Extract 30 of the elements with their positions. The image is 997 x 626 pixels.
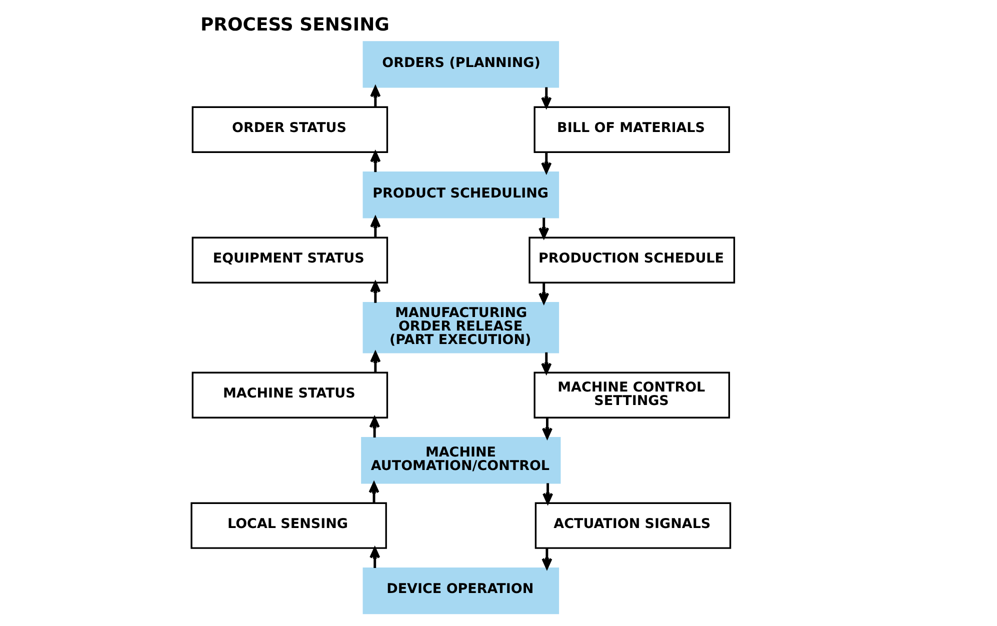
node-box: MACHINE CONTROL SETTINGS xyxy=(534,372,730,418)
arrow xyxy=(370,151,381,172)
arrow xyxy=(541,87,552,108)
arrow xyxy=(368,482,380,503)
node-box: MACHINE STATUS xyxy=(192,372,388,418)
arrow xyxy=(370,86,381,107)
arrow xyxy=(541,152,552,174)
node-box: ACTUATION SIGNALS xyxy=(534,502,732,549)
node-box: ORDERS (PLANNING) xyxy=(362,41,560,88)
diagram-title: PROCESS SENSING xyxy=(200,14,390,36)
arrow xyxy=(370,547,380,568)
arrow xyxy=(369,416,380,438)
node-box: LOCAL SENSING xyxy=(190,502,387,549)
node-box: DEVICE OPERATION xyxy=(362,568,560,614)
node-box: EQUIPMENT STATUS xyxy=(192,236,388,284)
arrow xyxy=(542,548,552,570)
node-box: MACHINE AUTOMATION/CONTROL xyxy=(361,437,561,484)
arrow xyxy=(538,218,550,238)
node-box: BILL OF MATERIALS xyxy=(534,106,730,153)
node-box: ORDER STATUS xyxy=(192,106,388,153)
arrow xyxy=(370,352,381,372)
arrow xyxy=(542,483,554,504)
arrow xyxy=(370,281,381,303)
arrow xyxy=(538,282,550,304)
arrow xyxy=(542,418,553,439)
node-box: MANUFACTURING ORDER RELEASE (PART EXECUTION) xyxy=(362,302,560,354)
arrow xyxy=(370,216,381,238)
node-box: PRODUCT SCHEDULING xyxy=(362,172,560,218)
arrow xyxy=(541,352,552,374)
node-box: PRODUCTION SCHEDULE xyxy=(528,236,736,284)
